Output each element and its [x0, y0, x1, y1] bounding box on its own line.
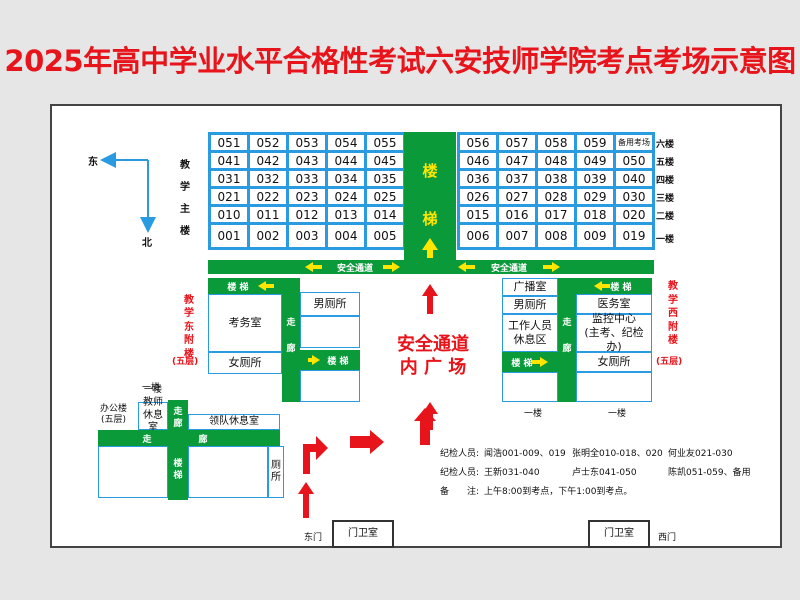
east-annex-corridor-2: 廊 [286, 343, 296, 354]
west-annex-stair2-label: 楼 梯 [511, 358, 533, 369]
office-corridor-v [168, 400, 188, 500]
remark-text: 上午8:00到考点，下午1:00到考点。 [484, 487, 633, 497]
east-annex-floors: (五层) [172, 357, 199, 367]
safe-passage-label-left: 安全通道 [336, 263, 373, 274]
east-annex-stair [208, 278, 282, 294]
room-teacher-rest: 教师 休息室 [138, 397, 168, 433]
room-male-wc-east: 男厕所 [300, 292, 360, 316]
room-medical: 医务室 [576, 294, 652, 314]
west-annex-ground-left: 一楼 [524, 409, 543, 419]
inspector-label-2: 纪检人员: [440, 468, 480, 478]
room-female-wc-west: 女厕所 [576, 352, 652, 372]
main-stair-label-1: 楼 [422, 161, 438, 180]
main-building-label-2: 学 [180, 182, 190, 193]
room-leader-rest: 领队休息室 [188, 414, 280, 430]
west-annex-corridor [558, 278, 576, 402]
inspector-3: 何业友021-030 [668, 449, 733, 459]
floor-label: 一楼 [656, 235, 675, 245]
office-corridor-h-2: 廊 [198, 434, 208, 445]
east-wing-exam-room: 027 [496, 186, 538, 207]
inspector-4: 王新031-040 [484, 468, 540, 478]
room-west-blank [502, 372, 558, 402]
main-building-label-1: 教 [180, 160, 190, 171]
east-annex-stair-label: 楼 梯 [227, 282, 249, 293]
page-title: 2025年高中学业水平合格性考试六安技师学院考点考场示意图 [4, 44, 796, 78]
inspector-5: 卢士东041-050 [572, 468, 637, 478]
office-corridor-v-2: 廊 [173, 418, 183, 429]
west-annex-corridor-1: 走 [562, 317, 572, 328]
main-building-label-3: 主 [180, 204, 190, 215]
room-east-blank-2 [300, 370, 360, 402]
west-annex-corridor-2: 廊 [562, 343, 572, 354]
floor-label: 五楼 [656, 158, 675, 168]
room-office-blank-1 [98, 446, 168, 498]
room-monitor-center: 监控中心 (主考、纪检办) [576, 312, 652, 353]
office-label: 办公楼 (五层) [100, 404, 128, 425]
room-west-blank-2 [576, 372, 652, 402]
main-stair-label-2: 梯 [422, 209, 438, 228]
inspector-label-1: 纪检人员: [440, 449, 480, 459]
office-stair-v-1: 楼 [173, 458, 183, 469]
compass-east-label: 东 [88, 157, 98, 168]
safe-passage-band [208, 260, 654, 274]
room-office-toilet: 厕 所 [268, 446, 284, 498]
remark-label: 备 注: [440, 487, 480, 497]
floor-label: 三楼 [656, 194, 675, 204]
office-stair-v-2: 梯 [173, 470, 183, 481]
room-broadcast: 广播室 [502, 278, 558, 296]
floor-label: 四楼 [656, 176, 675, 186]
room-female-wc-east: 女厕所 [208, 352, 282, 374]
room-office-blank-2 [188, 446, 268, 498]
west-annex-stair-2 [502, 352, 558, 372]
east-annex-ground: 一楼 [142, 383, 161, 393]
west-gate-label: 西门 [658, 533, 677, 543]
office-corridor-v-1: 走 [173, 406, 183, 417]
east-wing-exam-room: 047 [496, 150, 538, 171]
room-east-blank [300, 316, 360, 348]
floor-label: 六楼 [656, 140, 675, 150]
west-annex-label: 教学西附楼 [668, 281, 678, 346]
east-annex-stair2-label: 楼 梯 [327, 356, 349, 367]
west-annex-stair [576, 278, 652, 294]
inspector-1: 闻浩001-009、019 [484, 449, 566, 459]
east-gate-label: 东门 [304, 533, 323, 543]
main-building-label-4: 楼 [180, 226, 190, 237]
west-annex-floors: (五层) [656, 357, 683, 367]
east-annex-corridor-1: 走 [286, 317, 296, 328]
room-staff-rest: 工作人员 休息区 [502, 314, 558, 352]
safe-passage-label-right: 安全通道 [490, 263, 527, 274]
office-corridor-h [98, 430, 280, 446]
west-annex-ground-right: 一楼 [608, 409, 627, 419]
inspector-6: 陈凯051-059、备用 [668, 468, 751, 478]
west-annex-stair-label: 楼 梯 [610, 282, 632, 293]
room-male-wc-west: 男厕所 [502, 296, 558, 314]
east-annex-corridor [282, 278, 300, 402]
room-academic-office: 考务室 [208, 294, 282, 352]
guard-room-east: 门卫室 [332, 520, 394, 548]
inner-plaza-label: 安全通道内 广 场 [397, 334, 469, 378]
west-wing-exam-room: 005 [364, 222, 406, 250]
east-wing-exam-room: 019 [613, 222, 655, 250]
east-annex-label: 教学东附楼 [184, 294, 194, 360]
guard-room-west: 门卫室 [588, 520, 650, 548]
office-corridor-h-1: 走 [142, 434, 152, 445]
office-ground: 一楼 [144, 385, 163, 395]
compass-north-label: 北 [142, 238, 152, 249]
floor-label: 二楼 [656, 212, 675, 222]
east-annex-stair-2 [300, 350, 360, 370]
inspector-2: 张明全010-018、020 [572, 449, 663, 459]
east-wing-exam-room: 020 [613, 204, 655, 225]
west-wing-exam-room: 042 [247, 150, 289, 171]
